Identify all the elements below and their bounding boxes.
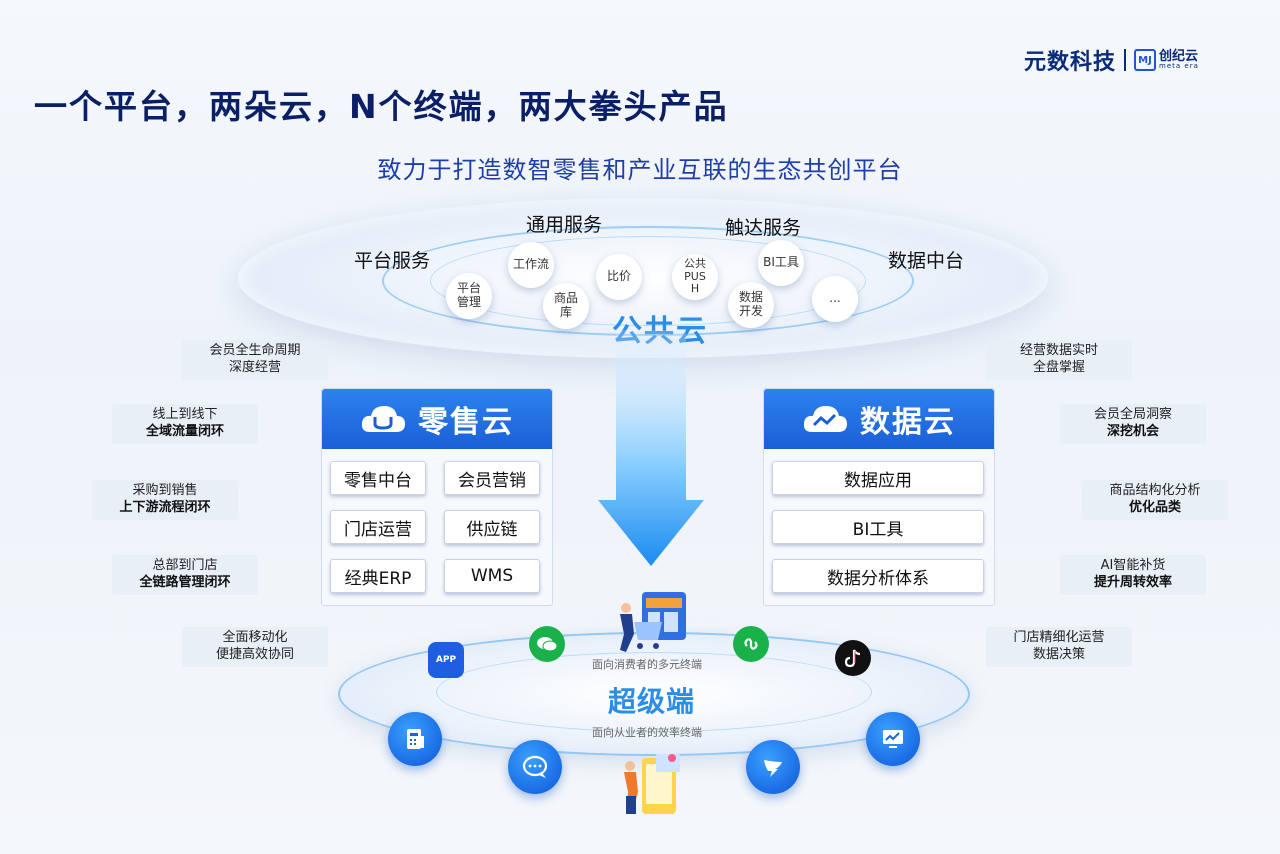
left-tag-online-offline: 线上到线下全域流量闭环 bbox=[112, 404, 258, 444]
right-tag-member-insight: 会员全局洞察深挖机会 bbox=[1060, 404, 1206, 444]
bubble-data-dev: 数据 开发 bbox=[728, 282, 774, 328]
right-tag-ai-replenish: AI智能补货提升周转效率 bbox=[1060, 555, 1206, 595]
brand-name: 元数科技 bbox=[1024, 50, 1117, 75]
retail-item-classic-erp[interactable]: 经典ERP bbox=[330, 559, 426, 593]
tiktok-icon[interactable] bbox=[835, 640, 871, 676]
data-item-analysis-system[interactable]: 数据分析体系 bbox=[772, 559, 984, 593]
monitor-dashboard-icon[interactable] bbox=[866, 712, 920, 766]
logo-mark-icon: MJ bbox=[1134, 49, 1157, 71]
worker-terminal-subtitle: 面向从业者的效率终端 bbox=[592, 726, 702, 739]
left-tag-mobile: 全面移动化便捷高效协同 bbox=[182, 627, 328, 667]
pos-terminal-icon[interactable] bbox=[388, 712, 442, 766]
retail-cloud-title: 零售云 bbox=[418, 405, 514, 440]
worker-phone-illustration-icon bbox=[624, 754, 680, 814]
bubble-price-compare: 比价 bbox=[596, 254, 642, 300]
bubble-platform-management: 平台 管理 bbox=[446, 273, 492, 319]
page-title: 一个平台，两朵云，N个终端，两大拳头产品 bbox=[34, 87, 729, 126]
bubble-workflow: 工作流 bbox=[508, 242, 554, 288]
dingtalk-icon[interactable] bbox=[746, 740, 800, 794]
retail-item-member-marketing[interactable]: 会员营销 bbox=[444, 461, 540, 495]
shopping-cart-illustration-icon bbox=[620, 592, 686, 652]
data-cloud-header: 数据云 bbox=[764, 389, 994, 449]
left-tag-member-lifecycle: 会员全生命周期深度经营 bbox=[182, 340, 328, 380]
right-tag-store-ops: 门店精细化运营数据决策 bbox=[986, 627, 1132, 667]
chat-support-icon[interactable] bbox=[508, 740, 562, 794]
left-tag-hq-store: 总部到门店全链路管理闭环 bbox=[112, 555, 258, 595]
brand-divider bbox=[1124, 49, 1127, 71]
mini-program-icon[interactable] bbox=[733, 626, 769, 662]
retail-cloud-panel: 零售云 零售中台 会员营销 门店运营 供应链 经典ERP WMS bbox=[321, 388, 553, 606]
super-terminal-ring bbox=[436, 652, 872, 732]
wechat-icon[interactable] bbox=[529, 626, 565, 662]
data-cloud-panel: 数据云 数据应用 BI工具 数据分析体系 bbox=[763, 388, 995, 606]
data-item-bi-tool[interactable]: BI工具 bbox=[772, 510, 984, 544]
brand-logo-cn: 创纪云 bbox=[1159, 49, 1199, 64]
bubble-more: ... bbox=[812, 276, 858, 322]
right-tag-product-analysis: 商品结构化分析优化品类 bbox=[1082, 480, 1228, 520]
super-terminal-label: 超级端 bbox=[608, 685, 696, 718]
cloud-icon bbox=[361, 406, 405, 432]
down-arrow-icon bbox=[598, 330, 704, 566]
retail-item-retail-middle[interactable]: 零售中台 bbox=[330, 461, 426, 495]
section-general-service: 通用服务 bbox=[526, 214, 603, 236]
public-cloud-inner-ring bbox=[430, 236, 866, 326]
section-data-middle: 数据中台 bbox=[888, 250, 965, 272]
retail-item-store-ops[interactable]: 门店运营 bbox=[330, 510, 426, 544]
app-icon[interactable]: APP bbox=[428, 642, 464, 678]
data-cloud-title: 数据云 bbox=[860, 405, 956, 440]
brand-logo: MJ 创纪云 meta era bbox=[1134, 49, 1199, 71]
data-cloud-icon bbox=[803, 406, 847, 432]
left-tag-purchase-sales: 采购到销售上下游流程闭环 bbox=[92, 480, 238, 520]
page-subtitle: 致力于打造数智零售和产业互联的生态共创平台 bbox=[377, 156, 903, 184]
retail-cloud-header: 零售云 bbox=[322, 389, 552, 449]
bubble-bi-tool: BI工具 bbox=[758, 240, 804, 286]
bubble-public-push: 公共 PUS H bbox=[672, 254, 718, 300]
brand: 元数科技 MJ 创纪云 meta era bbox=[1024, 44, 1199, 76]
data-item-data-application[interactable]: 数据应用 bbox=[772, 461, 984, 495]
consumer-terminal-subtitle: 面向消费者的多元终端 bbox=[592, 658, 702, 671]
section-platform-service: 平台服务 bbox=[354, 250, 431, 272]
right-tag-realtime-data: 经营数据实时全盘掌握 bbox=[986, 340, 1132, 380]
retail-item-wms[interactable]: WMS bbox=[444, 559, 540, 593]
bubble-product-library: 商品 库 bbox=[543, 283, 589, 329]
brand-logo-en: meta era bbox=[1159, 62, 1199, 70]
section-reach-service: 触达服务 bbox=[725, 217, 802, 239]
retail-item-supply-chain[interactable]: 供应链 bbox=[444, 510, 540, 544]
